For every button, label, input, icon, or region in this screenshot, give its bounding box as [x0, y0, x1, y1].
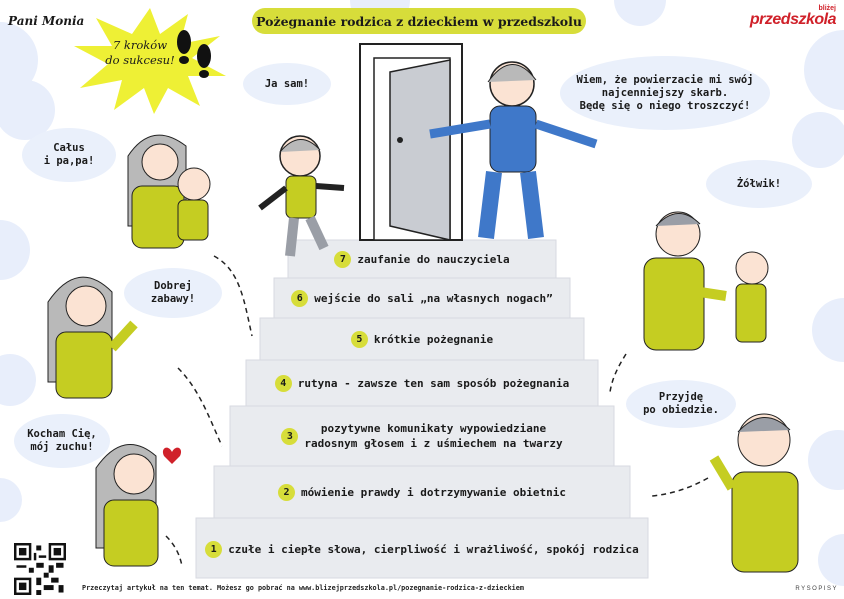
parent-waving-illustration — [47, 276, 138, 399]
steps-badge-text: 7 kroków do sukcesu! — [105, 38, 175, 67]
logo-top-text: bliżej — [818, 5, 836, 12]
footer-article-link[interactable]: Przeczytaj artykuł na ten temat. Możesz … — [82, 584, 524, 592]
step-label: czułe i ciepłe słowa, cierpliwość i wraż… — [228, 542, 639, 556]
parent-fist-bump-illustration — [643, 211, 769, 351]
step-1: 1 czułe i ciepłe słowa, cierpliwość i wr… — [196, 524, 648, 574]
page-title-text: Pożegnanie rodzica z dzieckiem w przedsz… — [256, 13, 582, 29]
parent-blowing-kiss-illustration — [95, 443, 182, 567]
speech-bubble-przyjde: Przyjdę po obiedzie. — [626, 380, 736, 428]
speech-bubble-zolwik: Żółwik! — [706, 160, 812, 208]
heart-icon — [162, 447, 182, 464]
parent-waving-right-illustration — [709, 413, 799, 573]
speech-bubble-dobrej-zabawy: Dobrej zabawy! — [124, 268, 222, 318]
publisher-logo: bliżej przedszkola — [749, 5, 837, 28]
step-label: wejście do sali „na własnych nogach” — [314, 291, 553, 305]
step-number-badge: 7 — [334, 250, 352, 268]
step-label: zaufanie do nauczyciela — [357, 252, 510, 266]
speech-bubble-kocham: Kocham Cię, mój zuchu! — [14, 414, 110, 468]
step-4: 4 rutyna - zawsze ten sam sposób pożegna… — [246, 364, 598, 402]
logo-main-text: przedszkola — [749, 11, 837, 28]
step-number-badge: 4 — [274, 374, 292, 392]
teacher-illustration — [429, 61, 598, 239]
step-label: rutyna - zawsze ten sam sposób pożegnani… — [297, 376, 570, 390]
step-number-badge: 5 — [350, 330, 368, 348]
author-brand: Pani Monia — [8, 14, 85, 28]
page-title: Pożegnanie rodzica z dzieckiem w przedsz… — [252, 8, 586, 34]
qr-code-icon[interactable] — [14, 543, 66, 595]
step-label: krótkie pożegnanie — [373, 332, 494, 346]
footprints-icon — [177, 30, 211, 78]
step-number-badge: 6 — [291, 289, 309, 307]
step-label: mówienie prawdy i dotrzymywanie obietnic — [301, 485, 566, 499]
step-2: 2 mówienie prawdy i dotrzymywanie obietn… — [214, 470, 630, 514]
child-jumping-illustration — [258, 135, 345, 257]
step-7: 7 zaufanie do nauczyciela — [288, 244, 556, 274]
step-5: 5 krótkie pożegnanie — [260, 322, 584, 356]
step-number-badge: 1 — [205, 540, 223, 558]
step-number-badge: 3 — [281, 427, 299, 445]
parent-hugging-child-illustration — [127, 134, 211, 249]
speech-bubble-calus: Całus i pa,pa! — [22, 128, 116, 182]
step-3: 3 pozytywne komunikaty wypowiedziane rad… — [230, 410, 614, 462]
illustrator-signature: RYSOPISY — [795, 586, 838, 592]
step-number-badge: 2 — [278, 483, 296, 501]
speech-bubble-teacher: Wiem, że powierzacie mi swój najcenniejs… — [560, 56, 770, 130]
step-6: 6 wejście do sali „na własnych nogach” — [274, 282, 570, 314]
step-label: pozytywne komunikaty wypowiedziane rados… — [304, 422, 563, 450]
star-burst-icon — [74, 8, 226, 114]
speech-bubble-ja-sam: Ja sam! — [243, 63, 331, 105]
